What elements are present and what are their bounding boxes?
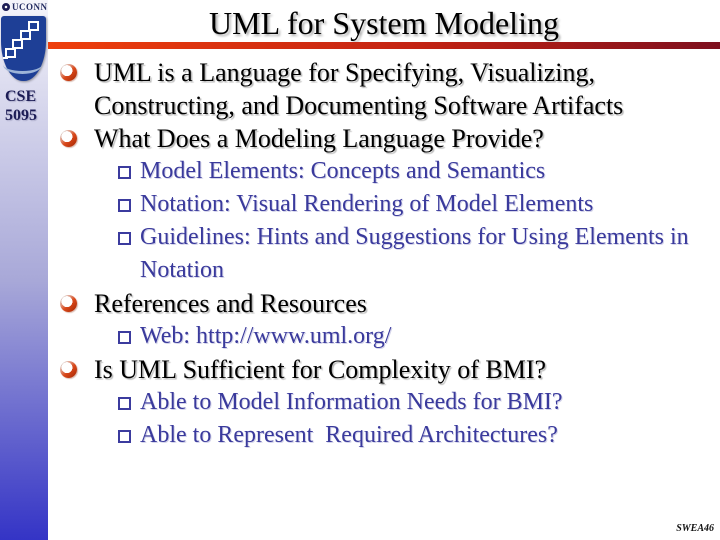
bullet-text: References and Resources <box>94 289 367 318</box>
bullet-item: What Does a Modeling Language Provide? <box>48 122 712 155</box>
bullet-text: What Does a Modeling Language Provide? <box>94 124 544 153</box>
bullet-icon-cell <box>60 122 94 147</box>
bullet-list: UML is a Language for Specifying, Visual… <box>48 56 712 452</box>
sub-bullet-item: Able to Model Information Needs for BMI? <box>48 386 712 419</box>
ring-bullet-icon <box>60 64 77 81</box>
sub-bullet-text: Model Elements: Concepts and Semantics <box>140 158 546 184</box>
square-bullet-icon <box>118 199 131 212</box>
sub-bullet-item: Able to Represent Required Architectures… <box>48 419 712 452</box>
footer-label: SWEA46 <box>676 523 714 534</box>
bullet-icon-cell <box>118 419 140 443</box>
sub-bullet-text: Able to Model Information Needs for BMI? <box>140 389 563 415</box>
sub-bullet-item: Web: http://www.uml.org/ <box>48 320 712 353</box>
sub-bullet-text: Notation: Visual Rendering of Model Elem… <box>140 191 594 217</box>
uconn-logo-text: UCONN <box>12 2 48 12</box>
ring-bullet-icon <box>60 295 77 312</box>
bullet-text: UML is a Language for Specifying, Visual… <box>94 58 624 120</box>
bullet-icon-cell <box>60 353 94 378</box>
bullet-text: Is UML Sufficient for Complexity of BMI? <box>94 355 547 384</box>
accent-rule <box>48 42 720 49</box>
bullet-icon-cell <box>118 221 140 245</box>
shield-banner-arc <box>3 55 42 74</box>
bullet-icon-cell <box>118 155 140 179</box>
slide-title: UML for System Modeling <box>209 5 559 41</box>
bullet-icon-cell <box>118 320 140 344</box>
uconn-cse-shield-logo <box>1 16 46 81</box>
bullet-item: References and Resources <box>48 287 712 320</box>
course-code-line2: 5095 <box>5 107 37 124</box>
bullet-icon-cell <box>60 287 94 312</box>
bullet-item: Is UML Sufficient for Complexity of BMI? <box>48 353 712 386</box>
sub-bullet-text: Guidelines: Hints and Suggestions for Us… <box>140 224 695 283</box>
bullet-icon-cell <box>118 188 140 212</box>
bullet-icon-cell <box>118 386 140 410</box>
course-code: CSE 5095 <box>5 87 37 125</box>
sidebar: UCONN CSE 5095 <box>0 0 48 540</box>
square-bullet-icon <box>118 232 131 245</box>
bullet-item: UML is a Language for Specifying, Visual… <box>48 56 712 122</box>
bullet-icon-cell <box>60 56 94 81</box>
title-area: UML for System Modeling <box>48 4 720 42</box>
square-bullet-icon <box>118 430 131 443</box>
square-bullet-icon <box>118 331 131 344</box>
square-bullet-icon <box>118 397 131 410</box>
course-code-line1: CSE <box>5 88 37 105</box>
oak-leaf-icon <box>2 3 10 11</box>
ring-bullet-icon <box>60 130 77 147</box>
sub-bullet-text: Able to Represent Required Architectures… <box>140 422 558 448</box>
sub-bullet-text: Web: http://www.uml.org/ <box>140 323 392 349</box>
uconn-wordmark: UCONN <box>2 2 48 12</box>
sub-bullet-item: Notation: Visual Rendering of Model Elem… <box>48 188 712 221</box>
square-bullet-icon <box>118 166 131 179</box>
ring-bullet-icon <box>60 361 77 378</box>
sub-bullet-item: Model Elements: Concepts and Semantics <box>48 155 712 188</box>
sub-bullet-item: Guidelines: Hints and Suggestions for Us… <box>48 221 712 287</box>
